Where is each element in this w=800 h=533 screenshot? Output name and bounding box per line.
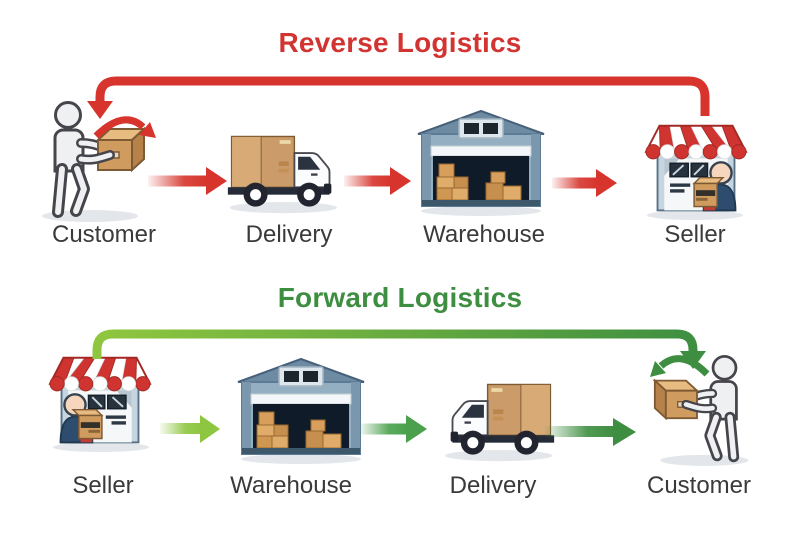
reverse-node-delivery — [226, 130, 348, 215]
customer-person-box-icon — [642, 352, 752, 467]
node-label: Delivery — [449, 472, 537, 499]
reverse-arrow-delivery-warehouse — [344, 167, 411, 195]
reverse-node-warehouse — [414, 104, 548, 216]
reverse-node-seller — [640, 120, 752, 220]
forward-arrow-warehouse-delivery — [360, 415, 427, 443]
forward-loop-arrow — [92, 329, 706, 369]
delivery-truck-icon — [434, 378, 556, 463]
node-label: Seller — [72, 472, 134, 499]
seller-storefront-icon — [640, 120, 752, 220]
reverse-node-customer — [38, 98, 158, 223]
reverse-loop-arrow — [87, 76, 710, 119]
forward-node-delivery — [434, 378, 556, 463]
customer-person-box-icon — [38, 98, 158, 223]
warehouse-icon — [234, 352, 368, 464]
forward-arrow-seller-warehouse — [160, 415, 220, 443]
forward-node-customer — [642, 352, 752, 467]
node-label: Seller — [664, 221, 726, 248]
forward-logistics-title: Forward Logistics — [277, 282, 523, 313]
warehouse-icon — [414, 104, 548, 216]
node-label: Warehouse — [230, 472, 352, 499]
forward-arrow-delivery-customer — [545, 418, 636, 446]
reverse-logistics-title: Reverse Logistics — [278, 27, 522, 58]
forward-node-warehouse — [234, 352, 368, 464]
node-label: Customer — [646, 472, 752, 499]
node-label: Delivery — [245, 221, 333, 248]
seller-storefront-icon — [44, 352, 156, 452]
node-label: Warehouse — [423, 221, 545, 248]
node-label: Customer — [51, 221, 157, 248]
forward-node-seller — [44, 352, 156, 452]
reverse-arrow-warehouse-seller — [552, 169, 617, 197]
delivery-truck-icon — [226, 130, 348, 215]
reverse-arrow-customer-delivery — [148, 167, 227, 195]
